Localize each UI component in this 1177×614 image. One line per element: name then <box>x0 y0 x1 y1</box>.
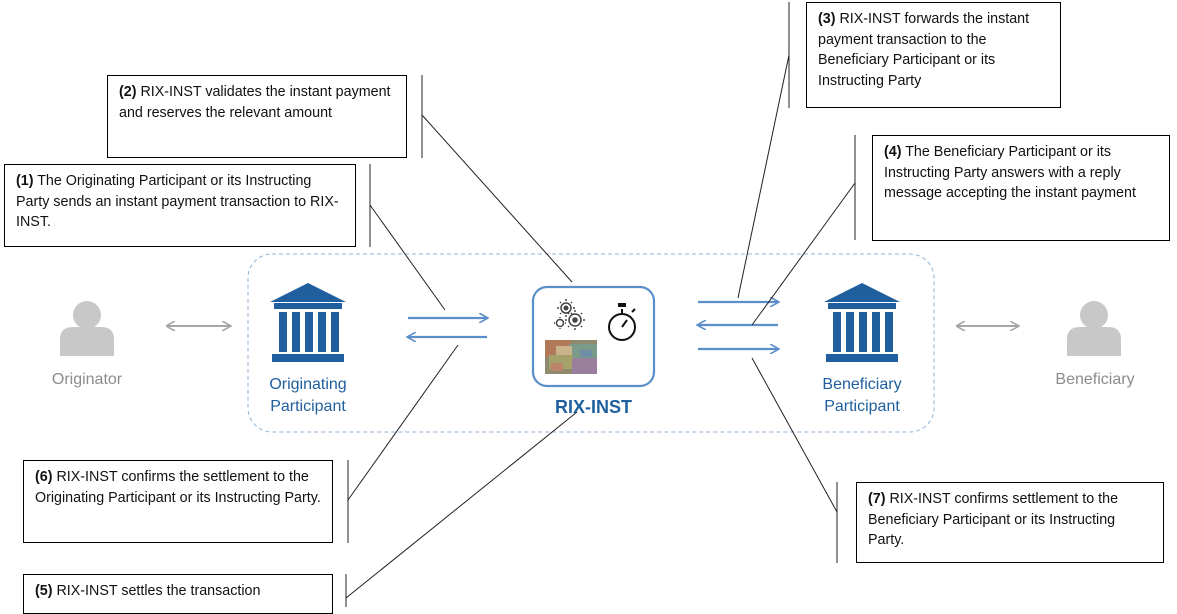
connector-step-3 <box>737 54 790 299</box>
step-6-number: (6) <box>35 469 53 485</box>
connector-step-5 <box>345 411 578 599</box>
callout-step-5: (5) RIX-INST settles the transaction <box>23 574 333 614</box>
connector-step-1 <box>369 204 446 311</box>
callout-step-3: (3) RIX-INST forwards the instant paymen… <box>806 2 1061 108</box>
callout-step-4: (4) The Beneficiary Participant or its I… <box>872 135 1170 241</box>
step-7-text: RIX-INST confirms settlement to the Bene… <box>868 491 1119 548</box>
step-2-text: RIX-INST validates the instant payment a… <box>119 84 391 121</box>
step-7-number: (7) <box>868 491 886 507</box>
beneficiary-participant-label-line1: Beneficiary <box>822 376 902 393</box>
step-3-text: RIX-INST forwards the instant payment tr… <box>818 11 1030 89</box>
step-2-number: (2) <box>119 84 137 100</box>
banknotes-image <box>545 340 597 374</box>
step-5-number: (5) <box>35 583 53 599</box>
connector-step-2 <box>421 114 573 283</box>
originating-participant-label: Originating Participant <box>248 374 368 418</box>
originating-participant-label-line2: Participant <box>270 398 346 415</box>
callout-step-7: (7) RIX-INST confirms settlement to the … <box>856 482 1164 563</box>
bank-icon <box>824 283 900 362</box>
step-1-number: (1) <box>16 173 34 189</box>
step-3-number: (3) <box>818 11 836 27</box>
rix-inst-label: RIX-INST <box>554 397 632 417</box>
connector-step-7 <box>751 357 838 513</box>
callout-step-6: (6) RIX-INST confirms the settlement to … <box>23 460 333 543</box>
step-4-number: (4) <box>884 144 902 160</box>
participants-container <box>247 253 935 433</box>
stopwatch-icon <box>608 303 636 341</box>
callout-step-1: (1) The Originating Participant or its I… <box>4 164 356 247</box>
callout-step-2: (2) RIX-INST validates the instant payme… <box>107 75 407 158</box>
bank-icon <box>270 283 346 362</box>
person-icon <box>60 301 114 356</box>
beneficiary-participant-label: Beneficiary Participant <box>801 374 923 418</box>
step-4-text: The Beneficiary Participant or its Instr… <box>884 144 1136 201</box>
callout-connectors <box>345 2 856 607</box>
step-6-text: RIX-INST confirms the settlement to the … <box>35 469 321 506</box>
connector-step-6 <box>347 344 459 501</box>
connector-step-4 <box>751 182 856 326</box>
step-1-text: The Originating Participant or its Instr… <box>16 173 339 230</box>
beneficiary-participant-label-line2: Participant <box>824 398 900 415</box>
person-icon <box>1067 301 1121 356</box>
gears-icon <box>554 299 585 330</box>
originating-participant-label-line1: Originating <box>269 376 347 393</box>
originator-label: Originator <box>51 371 123 388</box>
beneficiary-label: Beneficiary <box>1055 371 1135 388</box>
step-5-text: RIX-INST settles the transaction <box>52 583 261 599</box>
